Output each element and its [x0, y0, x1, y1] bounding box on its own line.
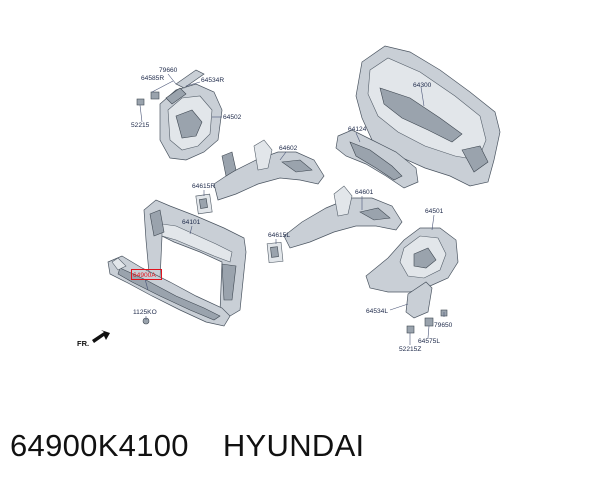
bracket-64585r-part [136, 69, 205, 106]
leader-lines [139, 73, 445, 345]
fender-apron-lower-left-part [365, 227, 459, 293]
bumper-beam-part [107, 255, 231, 327]
radiator-support-carrier-part [143, 199, 247, 317]
callout-64124: 64124 [348, 126, 367, 133]
side-member-left-part [283, 185, 403, 249]
product-caption: 64900K4100 HYUNDAI [10, 428, 364, 476]
callout-79650: 79650 [434, 322, 453, 329]
callout-64534r: 64534R [201, 77, 224, 84]
callout-1125ko: 1125KO [133, 309, 157, 316]
callout-64615l: 64615L [268, 232, 290, 239]
callout-64501: 64501 [425, 208, 444, 215]
callout-64534l: 64534L [366, 308, 388, 315]
callout-64101: 64101 [182, 219, 201, 226]
bracket-64615r-part [195, 193, 213, 215]
callout-64502: 64502 [223, 114, 242, 121]
callout-64900a: 64900A [133, 272, 156, 279]
parts-diagram: 79660 64585R 64534R 64502 52215 64300 64… [77, 45, 501, 353]
callout-64575l: 64575L [418, 338, 440, 345]
callout-64602: 64602 [279, 145, 298, 152]
front-direction-label: FR. [77, 339, 89, 348]
cowl-crossmember-part [335, 129, 419, 189]
callout-64615r: 64615R [192, 183, 215, 190]
highlight-box-64900a [131, 269, 162, 280]
reinforcement-64534l-part [405, 281, 433, 319]
callout-79660-top: 79660 [159, 67, 178, 74]
side-member-right-part [213, 139, 325, 201]
fender-apron-upper-right-part [159, 83, 223, 161]
callout-52215z: 52215Z [399, 346, 421, 353]
callout-52215: 52215 [131, 122, 150, 129]
bracket-64615l-part [266, 241, 284, 264]
callout-64300: 64300 [413, 82, 432, 89]
callout-64585r: 64585R [141, 75, 164, 82]
front-direction-arrow-icon [92, 330, 110, 343]
callout-labels: 79660 64585R 64534R 64502 52215 64300 64… [77, 67, 453, 353]
brand-text: HYUNDAI [222, 428, 365, 463]
part-number-text: 64900K4100 [10, 428, 189, 463]
callout-64601: 64601 [355, 189, 374, 196]
